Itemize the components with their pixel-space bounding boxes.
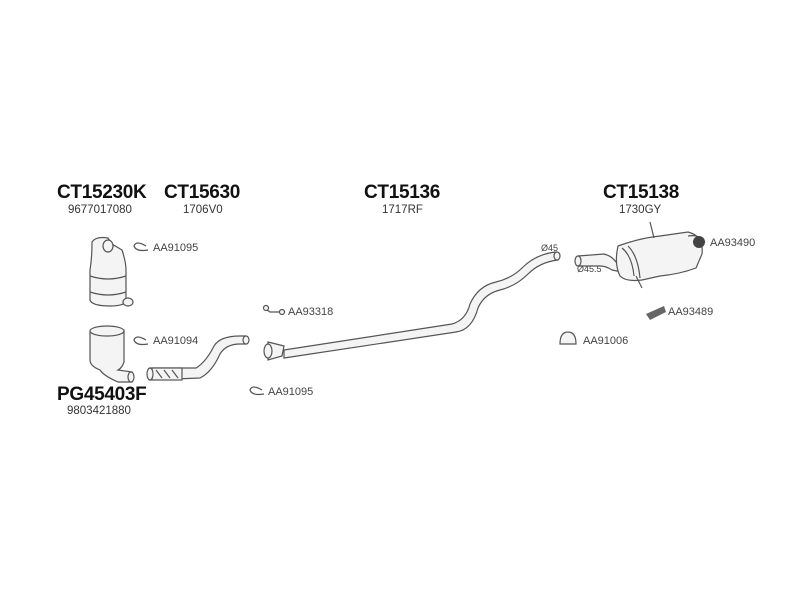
front-pipe-oe-number: 1706V0 [183, 204, 223, 216]
front-pipe-drawing [146, 335, 250, 381]
catalyst-part-number: PG45403F [57, 384, 147, 405]
front-pipe-part-number: CT15630 [164, 182, 241, 203]
accessory-mount-bracket: AA93489 [668, 306, 714, 318]
middle-pipe-drawing [263, 251, 561, 361]
accessory-rubber-mount: AA93490 [710, 237, 756, 249]
middle-pipe-oe-number: 1717RF [382, 204, 423, 216]
accessory-spring-bolt: AA93318 [288, 306, 334, 318]
clamp-icon [133, 242, 149, 252]
rear-silencer-oe-number: 1730GY [619, 204, 662, 216]
rear-silencer-drawing [574, 221, 703, 289]
catalyst-oe-number: 9803421880 [67, 405, 131, 417]
pipe-end-diameter: Ø45 [541, 243, 559, 253]
rubber-mount-icon [693, 236, 705, 248]
rear-silencer-part-number: CT15138 [603, 182, 680, 203]
accessory-clamp-top: AA91095 [153, 242, 199, 254]
clamp-ring-icon [559, 331, 577, 345]
dpf-oe-number: 9677017080 [68, 204, 132, 216]
dpf-drawing [89, 236, 134, 307]
catalyst-drawing [89, 325, 135, 383]
clamp-icon [249, 386, 265, 396]
clamp-icon [133, 336, 149, 346]
accessory-clamp-cat: AA91094 [153, 335, 199, 347]
accessory-icons [133, 236, 705, 396]
silencer-inlet-diameter: Ø45.5 [577, 264, 602, 274]
accessory-clamp-rear: AA91006 [583, 335, 629, 347]
middle-pipe-part-number: CT15136 [364, 182, 441, 203]
dpf-part-number: CT15230K [57, 182, 147, 203]
mount-bracket-icon [646, 306, 666, 320]
accessory-clamp-mid: AA91095 [268, 386, 314, 398]
